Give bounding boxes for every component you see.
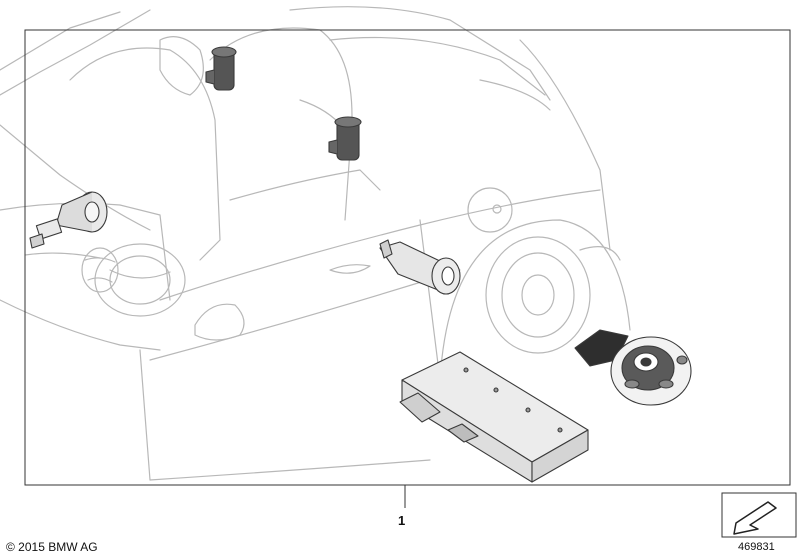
remote-key (574, 329, 692, 406)
parts (29, 46, 692, 483)
seat-lock-cylinder-middle (328, 116, 362, 161)
diagram-frame (24, 29, 791, 486)
callout-number: 1 (398, 513, 406, 528)
ignition-lock-cylinder (29, 191, 108, 249)
seat-lock-cylinder-top (205, 46, 237, 91)
copyright-text: © 2015 BMW AG (6, 540, 98, 554)
control-module (399, 351, 589, 483)
door-lock-cylinder (379, 239, 461, 295)
car-sketch (0, 6, 631, 481)
image-number: 469831 (738, 541, 775, 553)
arrow-down-left-icon (721, 492, 797, 538)
